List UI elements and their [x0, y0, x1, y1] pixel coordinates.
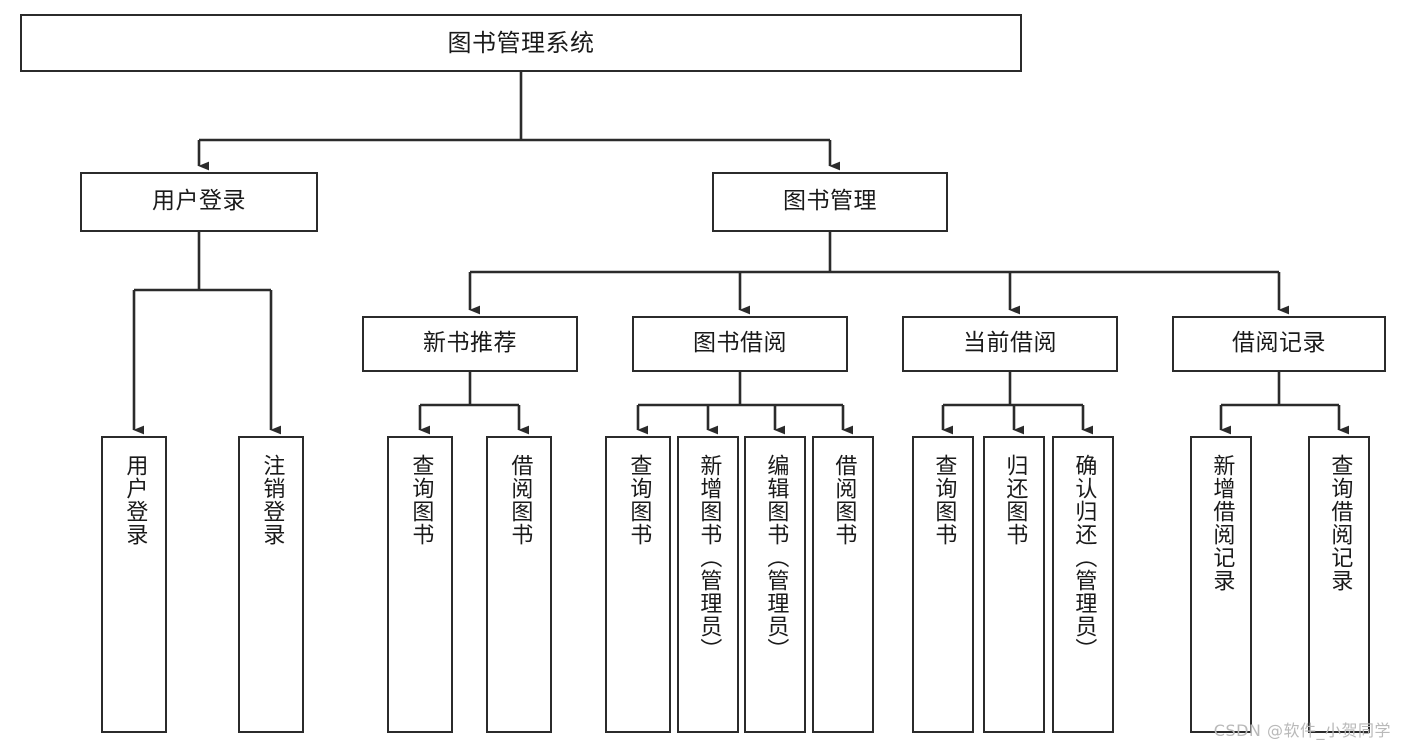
- node-leaf-user-login[interactable]: 用户登录: [101, 436, 167, 733]
- node-leaf-query-book-3-label: 查询图书: [931, 454, 957, 546]
- node-root[interactable]: 图书管理系统: [20, 14, 1022, 72]
- node-leaf-return-book[interactable]: 归还图书: [983, 436, 1045, 733]
- node-leaf-edit-book-admin-label: 编辑图书（管理员）: [763, 454, 789, 661]
- node-book-borrow-label: 图书借阅: [693, 330, 787, 357]
- node-leaf-query-book-2-label: 查询图书: [626, 454, 652, 546]
- node-new-book-recommend[interactable]: 新书推荐: [362, 316, 578, 372]
- node-leaf-borrow-book-1[interactable]: 借阅图书: [486, 436, 552, 733]
- node-leaf-logout-login[interactable]: 注销登录: [238, 436, 304, 733]
- node-leaf-logout-login-label: 注销登录: [259, 454, 285, 546]
- node-leaf-query-book-3[interactable]: 查询图书: [912, 436, 974, 733]
- node-borrow-record[interactable]: 借阅记录: [1172, 316, 1386, 372]
- node-leaf-borrow-book-2-label: 借阅图书: [831, 454, 857, 546]
- node-current-borrow[interactable]: 当前借阅: [902, 316, 1118, 372]
- node-leaf-add-borrow-record[interactable]: 新增借阅记录: [1190, 436, 1252, 733]
- node-leaf-edit-book-admin[interactable]: 编辑图书（管理员）: [744, 436, 806, 733]
- node-borrow-record-label: 借阅记录: [1232, 330, 1326, 357]
- node-leaf-borrow-book-1-label: 借阅图书: [507, 454, 533, 546]
- node-leaf-query-borrow-record-label: 查询借阅记录: [1327, 454, 1353, 592]
- node-leaf-user-login-label: 用户登录: [122, 454, 148, 546]
- node-book-manage-label: 图书管理: [783, 188, 877, 215]
- node-user-login-label: 用户登录: [152, 188, 246, 215]
- node-leaf-add-borrow-record-label: 新增借阅记录: [1209, 454, 1235, 592]
- node-leaf-query-book-1-label: 查询图书: [408, 454, 434, 546]
- node-leaf-add-book-admin[interactable]: 新增图书（管理员）: [677, 436, 739, 733]
- node-root-label: 图书管理系统: [447, 28, 595, 57]
- node-leaf-confirm-return-admin-label: 确认归还（管理员）: [1071, 454, 1097, 661]
- node-new-book-recommend-label: 新书推荐: [423, 330, 517, 357]
- node-leaf-borrow-book-2[interactable]: 借阅图书: [812, 436, 874, 733]
- node-leaf-query-book-1[interactable]: 查询图书: [387, 436, 453, 733]
- node-current-borrow-label: 当前借阅: [963, 330, 1057, 357]
- node-leaf-return-book-label: 归还图书: [1002, 454, 1028, 546]
- node-book-borrow[interactable]: 图书借阅: [632, 316, 848, 372]
- node-leaf-query-borrow-record[interactable]: 查询借阅记录: [1308, 436, 1370, 733]
- node-book-manage[interactable]: 图书管理: [712, 172, 948, 232]
- node-leaf-add-book-admin-label: 新增图书（管理员）: [696, 454, 722, 661]
- node-user-login[interactable]: 用户登录: [80, 172, 318, 232]
- node-leaf-confirm-return-admin[interactable]: 确认归还（管理员）: [1052, 436, 1114, 733]
- node-leaf-query-book-2[interactable]: 查询图书: [605, 436, 671, 733]
